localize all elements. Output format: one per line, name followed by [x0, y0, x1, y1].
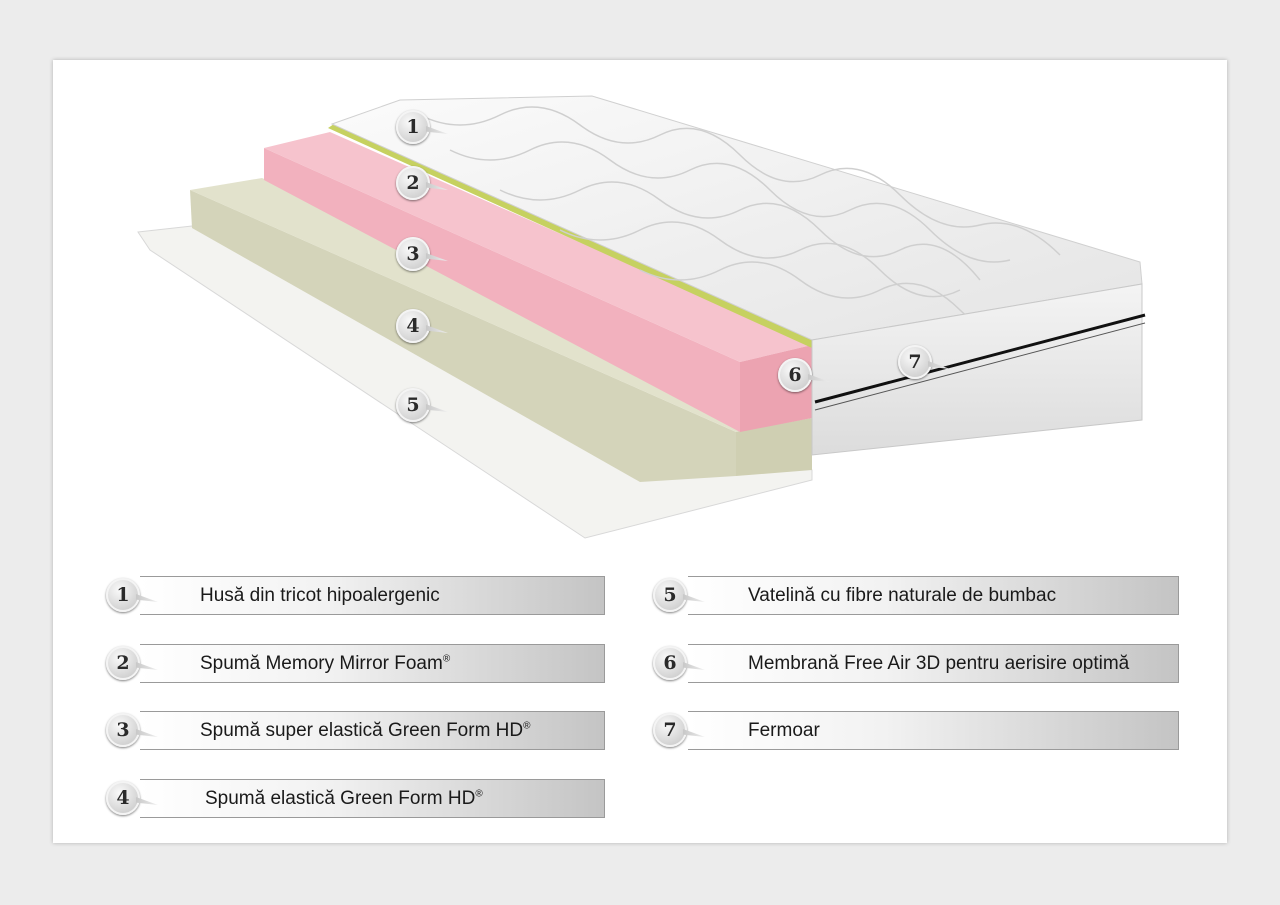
legend-text: Membrană Free Air 3D pentru aerisire opt…	[748, 652, 1130, 674]
legend-text: Fermoar	[748, 719, 820, 741]
callout-3: 3	[396, 237, 430, 271]
legend-row-7: Fermoar	[688, 711, 1179, 750]
zipper	[814, 313, 1146, 404]
callout-4: 4	[396, 309, 430, 343]
callout-1: 1	[396, 110, 430, 144]
legend-row-4: Spumă elastică Green Form HD®	[140, 779, 605, 818]
legend-text: Spumă super elastică Green Form HD	[200, 719, 524, 741]
legend-badge-4: 4	[106, 781, 140, 815]
cover-side-panel	[811, 283, 1143, 456]
layer-elastic-foam-front	[736, 418, 812, 476]
legend-row-2: Spumă Memory Mirror Foam®	[140, 644, 605, 683]
legend-badge-5: 5	[653, 578, 687, 612]
layer-super-elastic-side	[264, 148, 740, 432]
legend-badge-1: 1	[106, 578, 140, 612]
layer-elastic-foam-side	[190, 190, 736, 482]
callout-2: 2	[396, 166, 430, 200]
callout-6: 6	[778, 358, 812, 392]
callout-7: 7	[898, 345, 932, 379]
legend-row-6: Membrană Free Air 3D pentru aerisire opt…	[688, 644, 1179, 683]
legend-badge-6: 6	[653, 646, 687, 680]
legend-text: Husă din tricot hipoalergenic	[200, 584, 440, 606]
legend-text: Vatelină cu fibre naturale de bumbac	[748, 584, 1057, 606]
legend-row-3: Spumă super elastică Green Form HD®	[140, 711, 605, 750]
callout-5: 5	[396, 388, 430, 422]
legend-badge-2: 2	[106, 646, 140, 680]
legend-badge-7: 7	[653, 713, 687, 747]
legend-text: Spumă Memory Mirror Foam	[200, 652, 443, 674]
legend-row-5: Vatelină cu fibre naturale de bumbac	[688, 576, 1179, 615]
legend-badge-3: 3	[106, 713, 140, 747]
legend-text: Spumă elastică Green Form HD	[205, 787, 476, 809]
legend-row-1: Husă din tricot hipoalergenic	[140, 576, 605, 615]
layer-memory-foam	[328, 124, 812, 348]
